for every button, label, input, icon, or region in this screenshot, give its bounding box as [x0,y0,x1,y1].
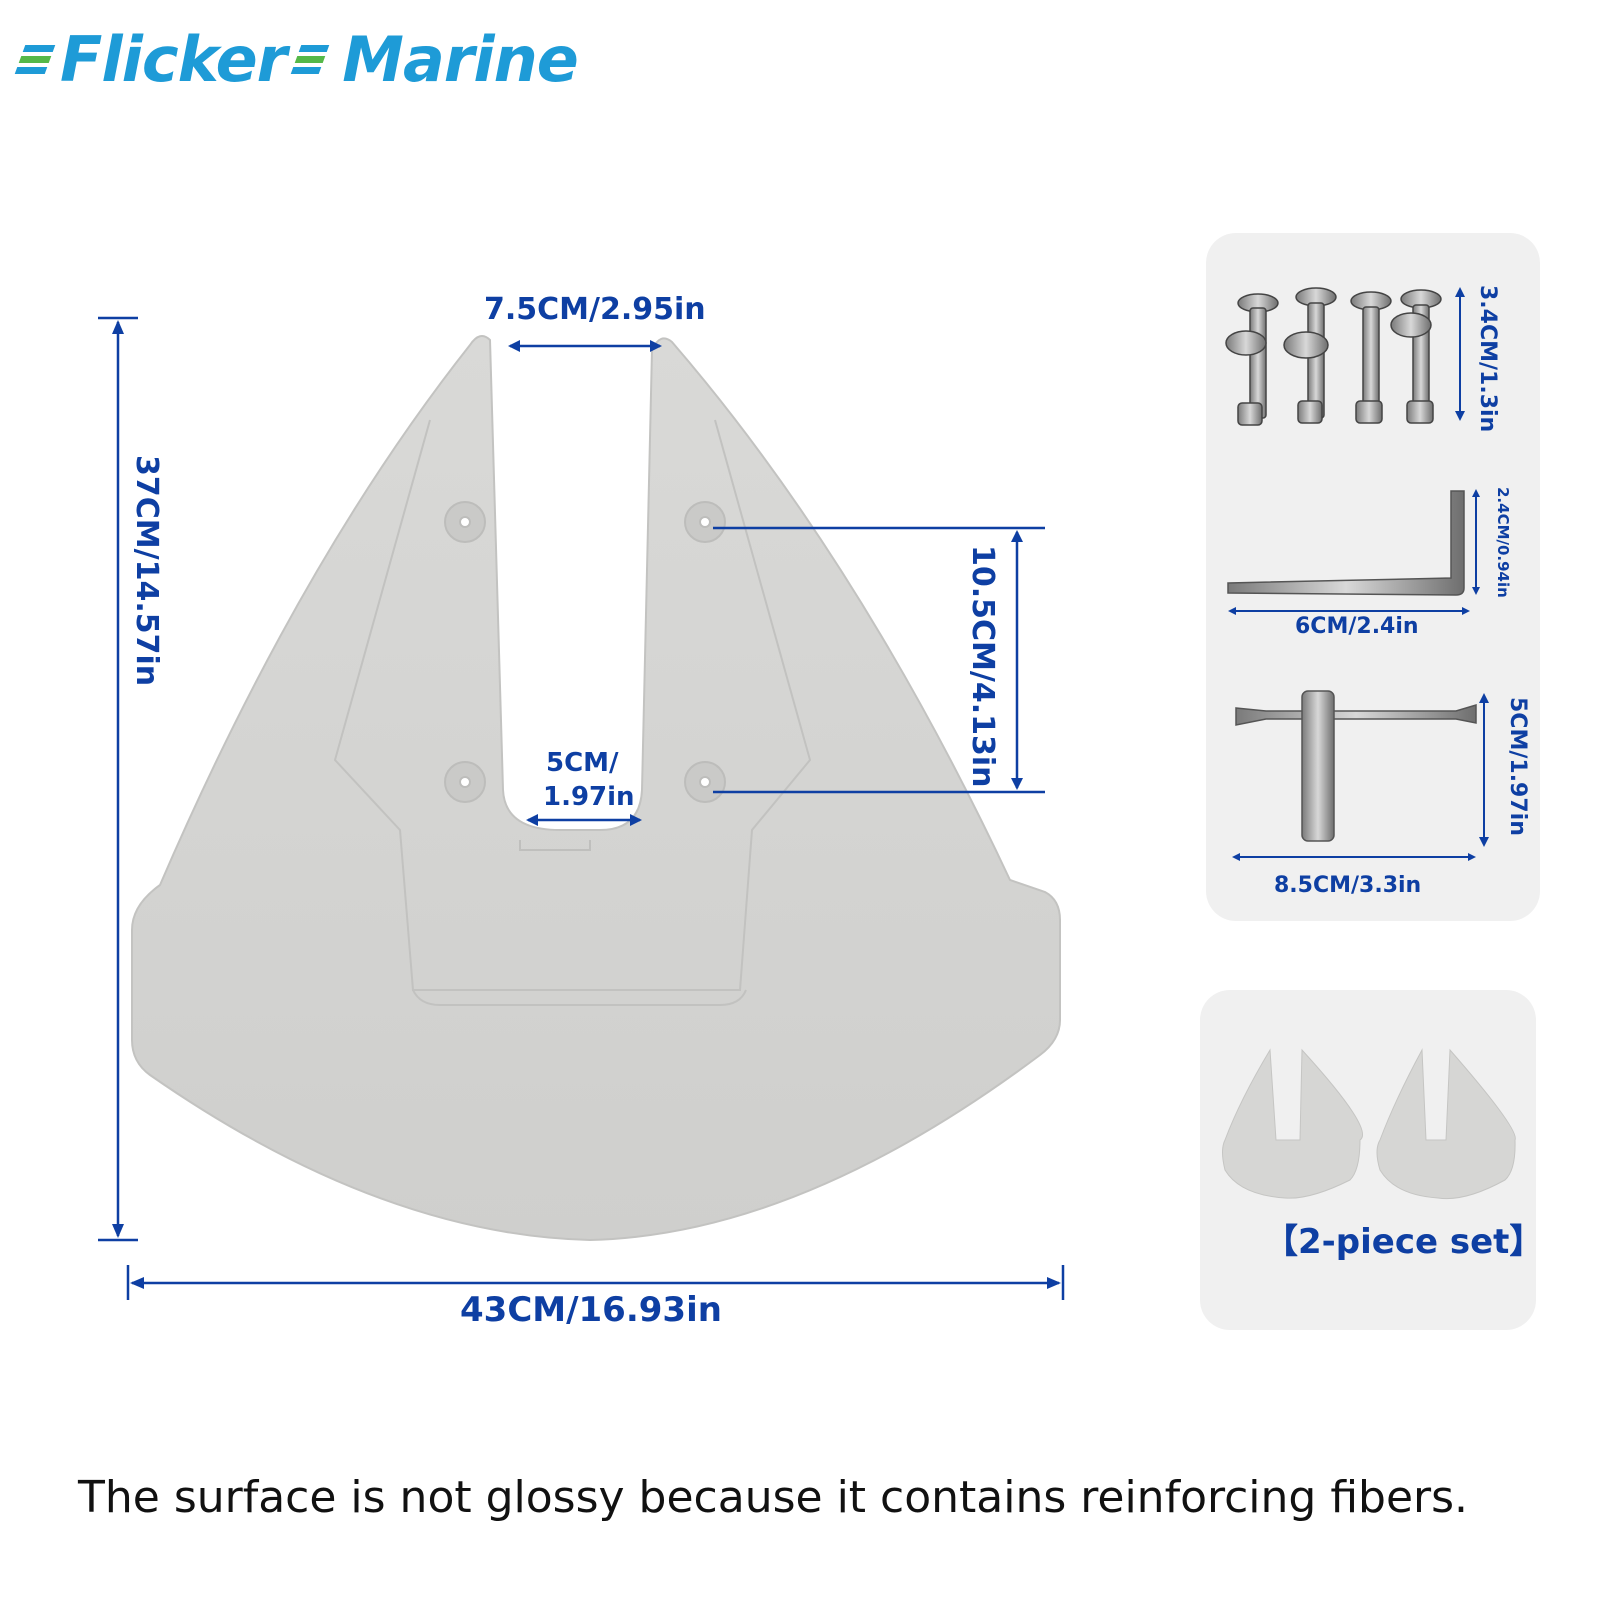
brand-word-1: Flicker [60,22,287,96]
bolts-dimension-label: 3.4CM/1.3in [1475,285,1500,433]
set-label: 【2-piece set】 [1264,1222,1544,1262]
dimension-lines [98,316,1065,1300]
two-piece-set-drawing [1222,1048,1516,1200]
hydrofoil-main-drawing [98,316,1065,1300]
t-bar-height-label: 5CM/1.97in [1505,697,1530,836]
brand-word-2: Marine [342,22,579,96]
slot-width-label-line1: 5CM/ [546,748,619,778]
t-bar-width-label: 8.5CM/3.3in [1274,873,1422,898]
bolts-icon [1225,287,1442,426]
brand-logo: Flicker Marine [14,14,579,104]
mounting-holes [444,501,726,803]
width-label: 43CM/16.93in [460,1290,722,1330]
height-label: 37CM/14.57in [129,455,164,687]
wrench-width-label: 6CM/2.4in [1295,614,1419,639]
hole-spacing-label: 10.5CM/4.13in [965,545,1000,788]
slot-width-label-line2: 1.97in [543,782,635,812]
wrench-height-label: 2.4CM/0.94in [1494,487,1512,598]
hydrofoil-small-left [1222,1048,1364,1199]
hydrofoil-body [131,335,1061,1242]
t-bar-wrench-icon [1235,690,1477,842]
accessory-dimension-lines [1228,287,1489,861]
caption-text: The surface is not glossy because it con… [78,1472,1469,1523]
allen-wrench-icon [1227,490,1465,596]
accessories-drawing [1225,287,1489,861]
hydrofoil-small-right [1376,1048,1516,1200]
top-gap-label: 7.5CM/2.95in [484,292,706,327]
